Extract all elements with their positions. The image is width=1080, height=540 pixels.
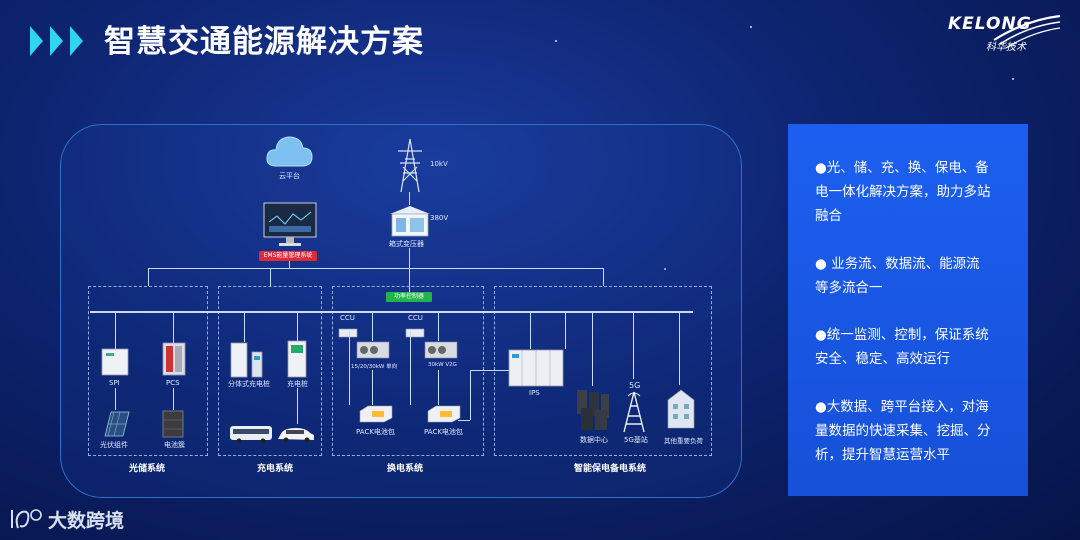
- car-icon: [276, 426, 316, 448]
- pack-battery-icon-2: [426, 405, 462, 427]
- transformer-label: 箱式变压器: [389, 240, 424, 248]
- ccu-icon-1: [338, 323, 358, 342]
- building-icon: [664, 386, 698, 434]
- footer-logo: 大数跨境: [48, 510, 125, 532]
- charge-module-icon-2: [424, 341, 458, 363]
- star: [1012, 78, 1014, 80]
- base-station-label: 5G基站: [624, 436, 648, 444]
- tag-5g: 5G: [629, 381, 641, 390]
- pack-battery-icon-1: [358, 405, 394, 427]
- pack-label-2: PACK电池包: [424, 428, 463, 436]
- star: [664, 268, 666, 270]
- brand-sub: 科华技术: [986, 42, 1026, 53]
- ips-cabinet-icon: [508, 349, 564, 391]
- backup-system-label: 智能保电备电系统: [574, 464, 647, 474]
- chevron-icon: [30, 26, 43, 56]
- cloud-label: 云平台: [279, 172, 300, 180]
- pack-label-1: PACK电池包: [356, 428, 395, 436]
- swapping-box: [332, 286, 484, 456]
- ems-monitor-icon: [263, 202, 317, 252]
- transformer-icon: [388, 204, 432, 242]
- data-center-icon: [575, 388, 611, 436]
- swapping-system-label: 换电系统: [387, 464, 424, 474]
- spi-label: SPI: [109, 379, 120, 387]
- charging-system-label: 充电系统: [257, 464, 294, 474]
- pv-storage-system-label: 光储系统: [129, 464, 166, 474]
- battery-label: 电池簇: [164, 441, 185, 449]
- ccu-icon-2: [405, 323, 425, 342]
- bullet-4: ●大数据、跨平台接入，对海量数据的快速采集、挖掘、分析，提升智慧运营水平: [815, 399, 991, 463]
- split-charger-icon: [230, 342, 266, 382]
- split-charger-label: 分体式充电桩: [228, 380, 270, 388]
- ccu-label-2: CCU: [408, 314, 423, 322]
- voltage-380v: 380V: [430, 214, 449, 222]
- charging-pile-label: 充电桩: [287, 380, 308, 388]
- module-label-2: 30kW V2G: [428, 362, 457, 368]
- brand-name: KELONG: [948, 14, 1032, 34]
- ccu-label-1: CCU: [340, 314, 355, 322]
- voltage-10kv: 10kV: [430, 160, 448, 168]
- feature-panel: ●光、储、充、换、保电、备电一体化解决方案，助力多站融合 ● 业务流、数据流、能…: [788, 124, 1028, 496]
- pv-storage-box: [88, 286, 208, 456]
- bullet-2: ● 业务流、数据流、能源流等多流合一: [815, 256, 980, 296]
- chevron-icon: [70, 26, 83, 56]
- spi-inverter-icon: [101, 348, 129, 380]
- module-label-1: 15/20/30kW 单向: [351, 364, 398, 370]
- pv-panel-icon: [99, 410, 131, 442]
- charge-module-icon-1: [356, 341, 390, 363]
- backup-box: [494, 286, 712, 456]
- base-station-icon: [620, 390, 648, 438]
- bus-icon: [229, 424, 273, 448]
- power-tower-icon: [395, 137, 425, 197]
- ips-label: IPS: [529, 389, 540, 397]
- cloud-icon: [264, 130, 314, 174]
- pcs-cabinet-icon: [162, 342, 186, 380]
- pv-label: 光伏组件: [100, 441, 128, 449]
- page-title: 智慧交通能源解决方案: [104, 24, 424, 60]
- data-center-label: 数据中心: [580, 436, 608, 444]
- star: [555, 40, 557, 42]
- ems-tag: EMS能量管理系统: [259, 251, 317, 261]
- star: [750, 26, 752, 28]
- pcs-label: PCS: [166, 379, 180, 387]
- bullet-1: ●光、储、充、换、保电、备电一体化解决方案，助力多站融合: [815, 160, 991, 224]
- charging-pile-icon: [287, 340, 307, 382]
- power-controller-tag: 功率控制器: [386, 292, 432, 302]
- battery-cluster-icon: [162, 410, 184, 442]
- charging-box: [218, 286, 322, 456]
- chevron-icon: [50, 26, 63, 56]
- bullet-3: ●统一监测、控制，保证系统安全、稳定、高效运行: [815, 327, 989, 367]
- load-label: 其他重要负荷: [664, 437, 703, 445]
